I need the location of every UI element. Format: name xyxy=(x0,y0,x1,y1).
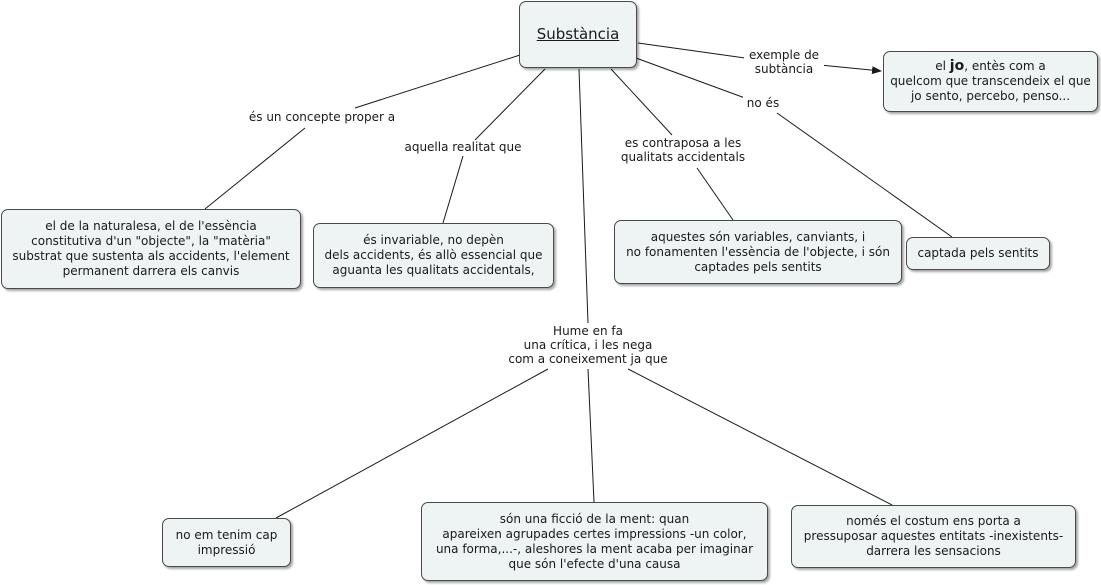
line-root-concepte xyxy=(354,54,521,109)
concept-invariable[interactable]: és invariable, no depèn dels accidents, … xyxy=(313,223,554,288)
concept-ficcio[interactable]: són una ficció de la ment: quan apareixe… xyxy=(421,502,768,581)
concept-costum[interactable]: només el costum ens porta a pressuposar … xyxy=(791,505,1076,568)
concept-invariable-label: és invariable, no depèn dels accidents, … xyxy=(324,233,543,277)
line-hume-costum xyxy=(627,368,893,506)
line-contraposa-variables xyxy=(696,167,734,221)
line-hume-impressio xyxy=(275,368,549,519)
concept-sentits[interactable]: captada pels sentits xyxy=(906,237,1050,270)
concept-jo[interactable]: el jo, entès com a quelcom que transcend… xyxy=(883,51,1098,112)
link-label-noes: no és xyxy=(743,96,783,110)
line-hume-ficcio xyxy=(587,368,595,503)
link-label-contraposa: es contraposa a les qualitats accidental… xyxy=(613,136,753,164)
line-root-noes xyxy=(635,57,746,99)
concept-impressio-label: no em tenim cap impressió xyxy=(175,527,278,557)
concept-naturalesa[interactable]: el de la naturalesa, el de l'essència co… xyxy=(1,209,301,289)
concept-ficcio-label: són una ficció de la ment: quan apareixe… xyxy=(435,511,754,571)
concept-sentits-label: captada pels sentits xyxy=(917,246,1039,260)
concept-substancia-label: Substància xyxy=(536,25,620,43)
line-root-exemple xyxy=(637,42,746,59)
link-label-hume: Hume en fa una crítica, i les nega com a… xyxy=(500,324,676,366)
link-label-concepte: és un concepte proper a xyxy=(244,110,400,124)
line-root-hume xyxy=(578,68,589,324)
concept-naturalesa-label: el de la naturalesa, el de l'essència co… xyxy=(12,219,290,278)
link-label-exemple: exemple de subtància xyxy=(744,48,824,76)
concept-jo-label: el jo, entès com a quelcom que transcend… xyxy=(890,58,1091,104)
line-noes-sentits xyxy=(776,112,953,238)
line-exemple-jo xyxy=(819,64,882,75)
concept-jo-bold: jo xyxy=(949,58,965,74)
concept-impressio[interactable]: no em tenim cap impressió xyxy=(162,518,291,567)
line-realitat-invariable xyxy=(442,155,464,224)
link-label-realitat: aquella realitat que xyxy=(400,140,526,154)
line-root-realitat xyxy=(474,68,546,141)
concept-costum-label: només el costum ens porta a pressuposar … xyxy=(803,514,1064,558)
concept-variables-label: aquestes són variables, canviants, i no … xyxy=(626,229,890,274)
concept-substancia[interactable]: Substància xyxy=(519,1,637,68)
concept-variables[interactable]: aquestes són variables, canviants, i no … xyxy=(614,220,902,284)
line-root-contraposa xyxy=(610,68,673,136)
line-concepte-naturalesa xyxy=(204,127,306,210)
